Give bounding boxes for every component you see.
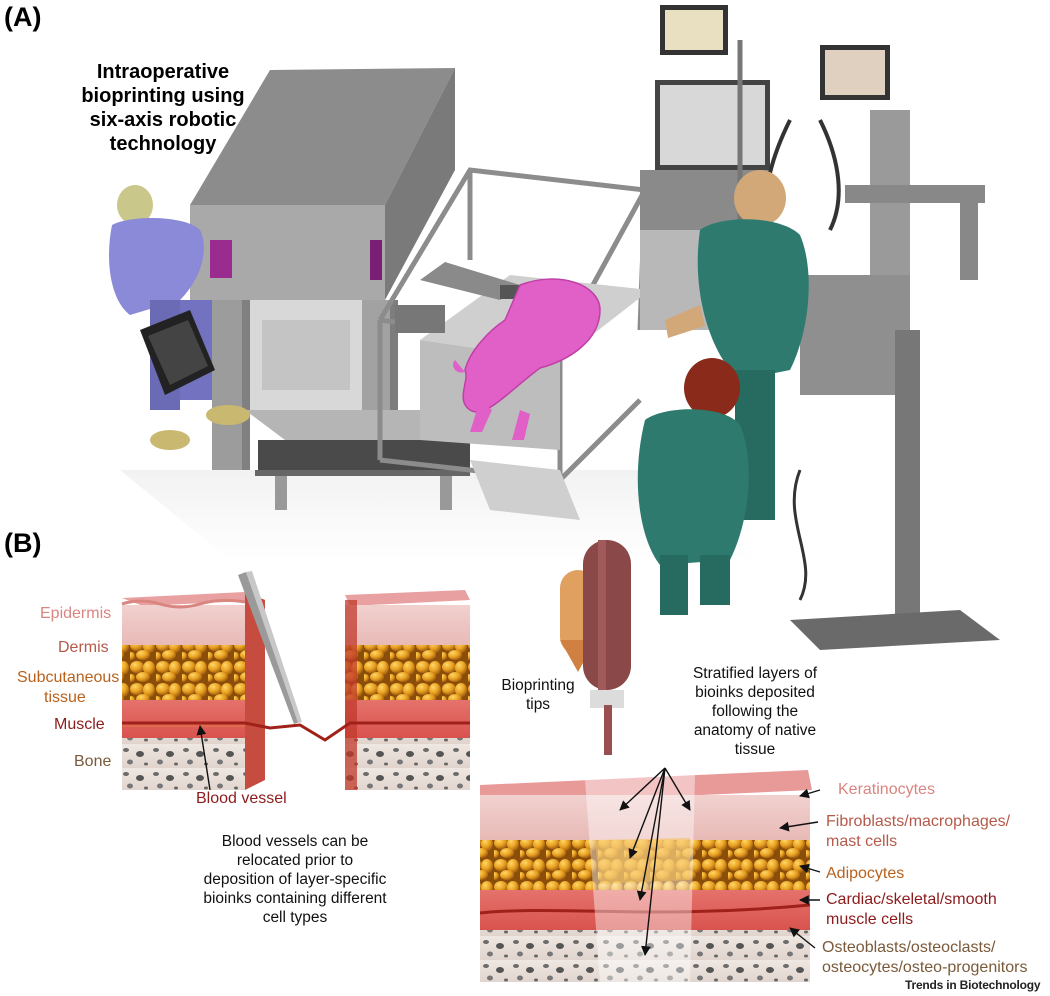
panel-a-title: Intraoperative bioprinting using six-axi… <box>78 60 248 156</box>
label-muscle: Muscle <box>54 716 105 733</box>
blood-vessel-line <box>122 721 470 742</box>
control-station <box>640 5 890 330</box>
stratified-line: following the <box>711 703 799 720</box>
label-bone: Bone <box>74 753 112 770</box>
journal-credit: Trends in Biotechnology <box>905 978 1041 992</box>
label-blood-vessel: Blood vessel <box>196 790 287 807</box>
relocation-line: deposition of layer-specific <box>203 871 387 888</box>
label-epidermis: Epidermis <box>40 605 112 622</box>
leader-lines <box>196 725 821 956</box>
label-adipocytes: Adipocytes <box>826 865 905 882</box>
label-bioprinting-tips: Bioprinting tips <box>498 676 578 714</box>
stratified-line: Stratified layers of <box>692 665 818 682</box>
robotic-arm <box>395 262 530 333</box>
relocation-line: cell types <box>262 909 328 926</box>
tissue-block-left <box>121 592 265 790</box>
surgeon-2 <box>637 358 749 615</box>
surgeon-1 <box>665 170 809 520</box>
label-dermis: Dermis <box>58 639 109 656</box>
note-vessel-relocation: Blood vessels can be relocated prior to … <box>180 832 410 927</box>
stratified-line: anatomy of native <box>693 722 817 739</box>
label-subcutaneous: Subcutaneous <box>17 669 120 686</box>
bioprinting-tips <box>560 540 631 755</box>
tissue-block-stratified <box>479 770 812 982</box>
surgical-lamp-stand <box>790 110 1000 650</box>
relocation-line: relocated prior to <box>236 852 354 869</box>
tips-line: Bioprinting <box>501 677 575 694</box>
tissue-block-right <box>345 590 470 790</box>
title-line: bioprinting using <box>81 85 245 107</box>
title-line: technology <box>109 133 217 155</box>
relocation-line: Blood vessels can be <box>221 833 369 850</box>
title-line: Intraoperative <box>96 61 230 83</box>
pig-patient <box>453 278 601 440</box>
label-osteoblasts: Osteoblasts/osteoclasts/ <box>822 939 996 956</box>
label-osteocytes: osteocytes/osteo-progenitors <box>822 959 1028 976</box>
panel-b-label: (B) <box>4 528 42 558</box>
stratified-line: tissue <box>734 741 776 758</box>
purple-panel <box>210 240 232 278</box>
stratified-line: bioinks deposited <box>695 684 815 701</box>
title-line: six-axis robotic <box>89 109 237 131</box>
operator-person <box>109 185 250 450</box>
relocation-line: bioinks containing different <box>203 890 387 907</box>
label-mast-cells: mast cells <box>826 833 898 850</box>
label-muscle-cells: Cardiac/skeletal/smooth <box>826 891 997 908</box>
note-stratified-layers: Stratified layers of bioinks deposited f… <box>665 664 845 759</box>
panel-a-label: (A) <box>4 2 42 32</box>
label-tissue: tissue <box>44 689 86 706</box>
label-keratinocytes: Keratinocytes <box>838 781 935 798</box>
bioprinter-machine <box>190 68 470 510</box>
label-fibroblasts: Fibroblasts/macrophages/ <box>826 813 1011 830</box>
operating-room-scene <box>109 5 1000 650</box>
tips-line: tips <box>525 696 551 713</box>
label-muscle-cells-2: muscle cells <box>826 911 914 928</box>
tweezers <box>238 571 302 724</box>
